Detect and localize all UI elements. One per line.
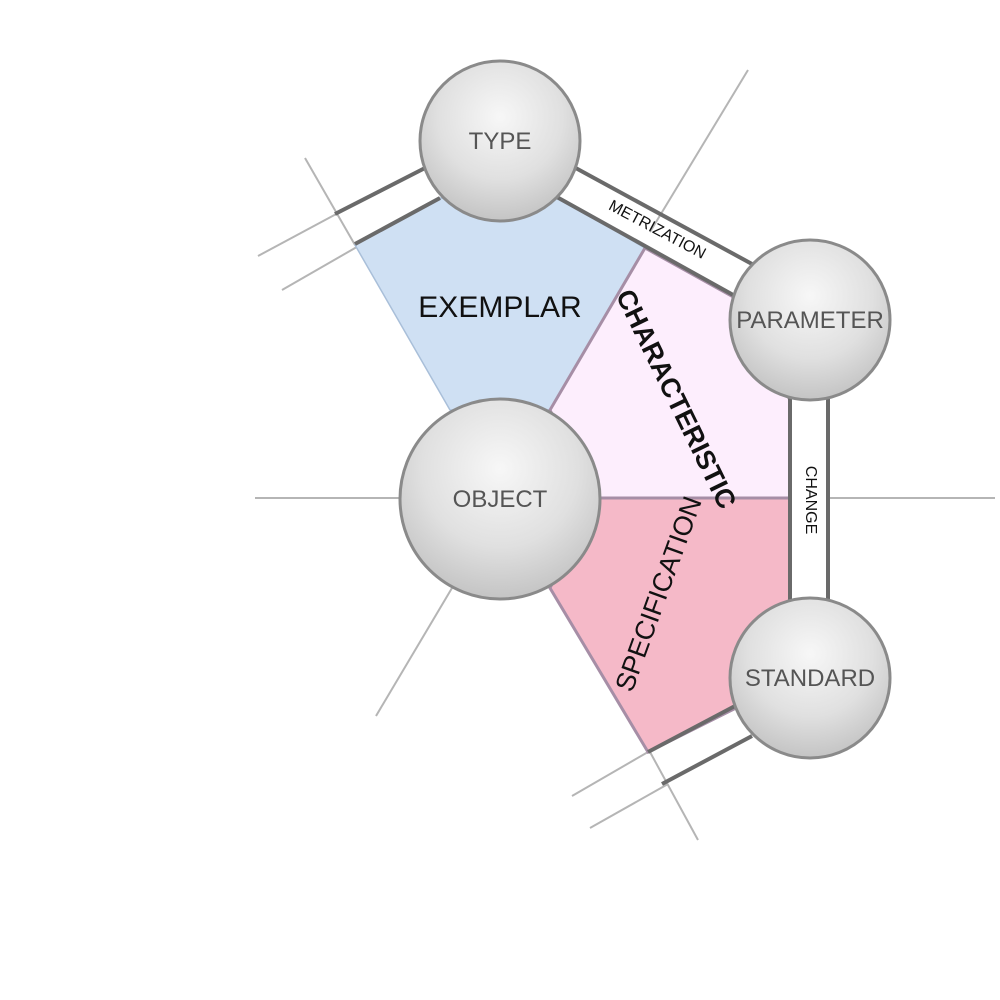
node-parameter-label: PARAMETER: [736, 307, 884, 334]
edge-change-label: CHANGE: [802, 466, 819, 534]
guide-line-top-left-2: [281, 243, 363, 291]
guide-line-bottom-2: [589, 783, 669, 829]
node-parameter-circle: [728, 238, 892, 402]
node-parameter: PARAMETER: [728, 238, 892, 402]
node-object-circle: [398, 397, 602, 601]
node-standard: STANDARD: [728, 596, 892, 760]
edge-type-left-outer: [334, 166, 426, 216]
guide-line-object-lower: [375, 587, 453, 717]
edge-metrization-inner: [554, 194, 736, 298]
edge-standard-left-outer: [661, 734, 753, 786]
node-object-label: OBJECT: [453, 486, 548, 513]
region-exemplar-label: EXEMPLAR: [418, 291, 581, 324]
edge-standard-left-inner: [647, 704, 736, 754]
edge-metrization-outer: [571, 164, 753, 266]
node-type-circle: [418, 59, 582, 223]
guide-line-top-left-1: [257, 211, 341, 257]
node-standard-circle: [728, 596, 892, 760]
guide-line-bottom-1: [571, 751, 649, 797]
guide-line-top-left-3: [304, 157, 356, 246]
node-standard-label: STANDARD: [745, 665, 875, 692]
node-type: TYPE: [418, 59, 582, 223]
guide-lines: [255, 69, 995, 841]
edge-bands: [334, 164, 830, 786]
node-object: OBJECT: [398, 397, 602, 601]
node-type-label: TYPE: [469, 128, 532, 155]
guide-line-top-right: [649, 69, 749, 233]
guide-line-bottom-3: [649, 751, 699, 841]
edge-type-left-inner: [354, 196, 441, 246]
